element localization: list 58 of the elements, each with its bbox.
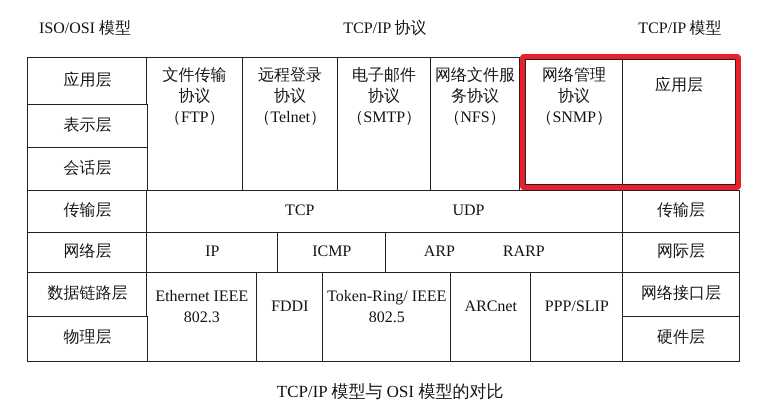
layer-name: 物理层 (63, 328, 112, 348)
osi-layer-cell (27, 57, 148, 106)
protocol-cell (256, 272, 324, 362)
protocol-name: ARP (424, 242, 455, 262)
tcpip-layer-cell (622, 232, 740, 274)
protocol-name: Ethernet IEEE 802.3 (154, 286, 250, 328)
osi-layer-cell (27, 147, 148, 192)
protocol-name: IP (205, 242, 220, 262)
protocol-name: 网络文件服务协议（NFS） (434, 66, 516, 128)
layer-name: 表示层 (63, 116, 112, 136)
protocol-name: TCP (285, 201, 314, 222)
caption: TCP/IP 模型与 OSI 模型的对比 (276, 381, 504, 403)
protocol-cell (242, 57, 338, 192)
protocol-cell (322, 272, 452, 362)
osi-layer-cell (27, 316, 148, 362)
protocol-name: FDDI (271, 297, 308, 318)
protocol-cell (337, 57, 432, 192)
protocol-cell (385, 232, 624, 274)
protocol-cell (146, 190, 624, 234)
column-heading: TCP/IP 协议 (343, 18, 427, 39)
layer-name: 传输层 (63, 201, 112, 222)
protocol-cell (146, 272, 258, 362)
protocol-name: PPP/SLIP (544, 297, 609, 318)
protocol-cell (277, 232, 386, 274)
protocol-cell (525, 59, 624, 185)
protocol-cell (450, 272, 532, 362)
tcpip-layer-cell (622, 272, 740, 318)
osi-layer-cell (27, 232, 148, 274)
osi-layer-cell (27, 272, 148, 318)
tcpip-layer-cell (622, 59, 736, 185)
protocol-name: ICMP (312, 242, 352, 262)
column-heading: ISO/OSI 模型 (39, 19, 131, 39)
protocol-cell (530, 272, 624, 362)
column-heading: TCP/IP 模型 (638, 19, 722, 39)
osi-layer-cell (27, 104, 148, 148)
protocol-name: 网络管理协议（SNMP） (535, 66, 614, 128)
layer-name: 传输层 (656, 201, 705, 222)
tcpip-layer-cell (622, 190, 740, 234)
protocol-name: 文件传输协议（FTP） (162, 66, 228, 128)
protocol-name: 电子邮件协议（SMTP） (346, 66, 422, 128)
protocol-name: Token-Ring/ IEEE 802.5 (327, 286, 446, 328)
protocol-cell (430, 57, 520, 192)
highlight-frame (520, 54, 741, 190)
protocol-name: UDP (452, 201, 484, 222)
layer-name: 会话层 (63, 158, 112, 179)
layer-name: 网络层 (63, 242, 112, 262)
protocol-name: RARP (502, 242, 545, 262)
osi-layer-cell (27, 190, 148, 234)
layer-name: 应用层 (655, 76, 703, 96)
layer-name: 网络接口层 (640, 284, 721, 304)
protocol-cell (146, 232, 278, 274)
tcpip-layer-cell (622, 316, 740, 362)
layer-name: 应用层 (63, 70, 112, 91)
protocol-name: 远程登录协议（Telnet） (253, 66, 328, 128)
layer-name: 网际层 (656, 242, 705, 262)
layer-name: 数据链路层 (47, 284, 128, 304)
protocol-name: ARCnet (464, 297, 517, 318)
layer-name: 硬件层 (656, 328, 705, 348)
